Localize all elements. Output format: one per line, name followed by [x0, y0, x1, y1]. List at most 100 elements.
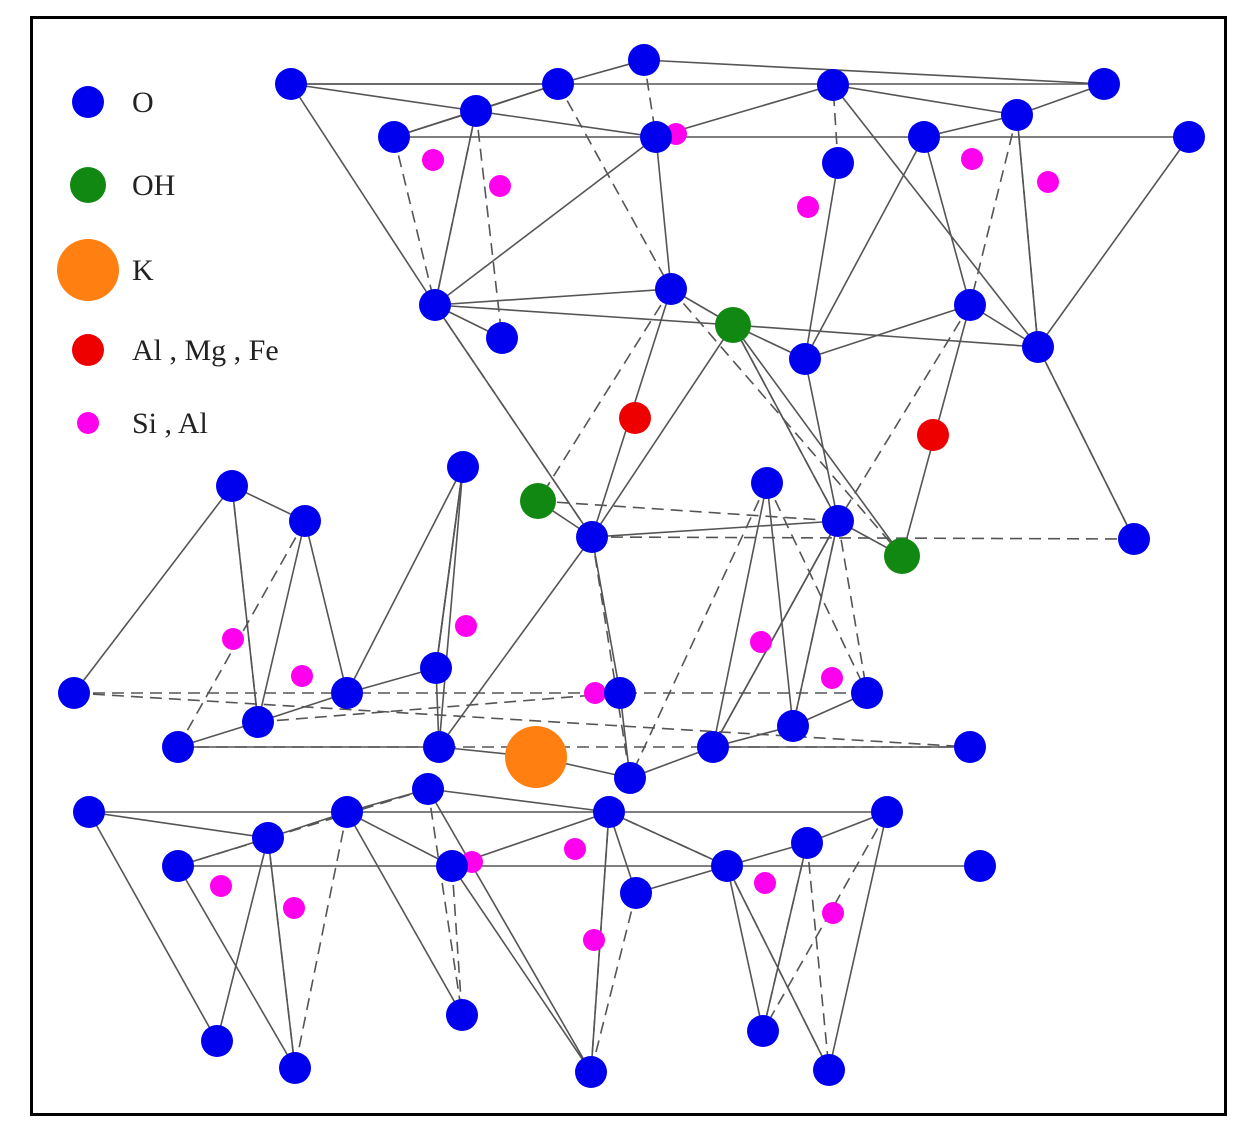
- dashed-bond: [591, 536, 1135, 540]
- oxygen-atom: [851, 677, 883, 709]
- potassium-atom: [505, 726, 567, 788]
- bond: [732, 324, 839, 522]
- dashed-bond: [451, 865, 463, 1016]
- oxygen-atom: [1088, 68, 1120, 100]
- legend-swatch-potassium: [57, 239, 119, 301]
- dashed-bond: [766, 482, 868, 694]
- bond: [732, 324, 903, 557]
- legend-swatch-hydroxyl: [70, 167, 106, 203]
- bond: [427, 788, 610, 813]
- oxygen-atom: [279, 1052, 311, 1084]
- legend-swatch-tetrahedral-cation: [77, 412, 99, 434]
- oxygen-atom: [216, 470, 248, 502]
- silicon-aluminum-atom: [455, 615, 477, 637]
- oxygen-atom: [871, 796, 903, 828]
- hydroxyl-atom: [520, 483, 556, 519]
- oxygen-atom: [412, 773, 444, 805]
- dashed-bond: [231, 485, 259, 723]
- oxygen-atom: [419, 289, 451, 321]
- bond: [346, 811, 453, 867]
- dashed-bond: [762, 811, 888, 1032]
- bond: [451, 865, 592, 1073]
- legend-label-octahedral-cation: Al , Mg , Fe: [132, 334, 279, 367]
- oxygen-atom: [1022, 331, 1054, 363]
- bond: [712, 520, 839, 748]
- oxygen-atom: [423, 731, 455, 763]
- dashed-bond: [73, 692, 971, 748]
- bond: [923, 136, 971, 306]
- bond: [655, 136, 672, 290]
- dashed-bond: [590, 811, 610, 1073]
- silicon-aluminum-atom: [797, 196, 819, 218]
- bond: [804, 304, 971, 360]
- dashed-bond: [629, 482, 768, 779]
- dashed-bond: [475, 110, 503, 339]
- bond: [88, 811, 269, 839]
- legend-label-hydroxyl: OH: [132, 169, 175, 202]
- oxygen-atom: [201, 1025, 233, 1057]
- silicon-aluminum-atom: [1037, 171, 1059, 193]
- bond: [434, 136, 657, 306]
- oxygen-atom: [252, 822, 284, 854]
- dashed-bond: [792, 520, 839, 727]
- oxygen-atom: [242, 706, 274, 738]
- oxygen-atom: [813, 1054, 845, 1086]
- atoms: [58, 44, 1205, 1088]
- silicon-aluminum-atom: [283, 897, 305, 919]
- bond: [766, 482, 794, 727]
- dashed-bond: [726, 865, 830, 1071]
- legend-swatch-oxygen: [72, 86, 104, 118]
- bond: [732, 324, 1039, 348]
- hydroxyl-atom: [884, 538, 920, 574]
- oxygen-atom: [593, 796, 625, 828]
- dashed-bond: [969, 114, 1018, 306]
- oxygen-atom: [542, 68, 574, 100]
- oxygen-atom: [640, 121, 672, 153]
- dashed-bond: [806, 842, 830, 1071]
- oxygen-atom: [446, 999, 478, 1031]
- bond: [591, 520, 839, 538]
- silicon-aluminum-atom: [291, 665, 313, 687]
- oxygen-atom: [747, 1015, 779, 1047]
- bond: [475, 110, 657, 138]
- bond: [1037, 136, 1190, 348]
- bond: [290, 83, 436, 306]
- oxygen-atom: [436, 850, 468, 882]
- oxygen-atom: [58, 677, 90, 709]
- oxygen-atom: [711, 850, 743, 882]
- oxygen-atom: [751, 467, 783, 499]
- oxygen-atom: [822, 147, 854, 179]
- oxygen-atom: [1118, 523, 1150, 555]
- dashed-bond: [557, 83, 672, 290]
- bond: [346, 466, 464, 694]
- oxygen-atom: [620, 877, 652, 909]
- bond: [73, 485, 233, 694]
- bond: [290, 83, 477, 112]
- oxygen-atom: [908, 121, 940, 153]
- oxygen-atom: [964, 850, 996, 882]
- dashed-bond: [1037, 346, 1135, 540]
- silicon-aluminum-atom: [583, 929, 605, 951]
- legend-label-tetrahedral-cation: Si , Al: [132, 407, 208, 440]
- dashed-bond: [608, 811, 728, 867]
- oxygen-atom: [575, 1056, 607, 1088]
- oxygen-atom: [822, 505, 854, 537]
- oxygen-atom: [486, 322, 518, 354]
- bond: [726, 865, 764, 1032]
- oxygen-atom: [275, 68, 307, 100]
- oxygen-atom: [331, 677, 363, 709]
- dashed-bond: [762, 842, 808, 1032]
- silicon-aluminum-atom: [961, 148, 983, 170]
- oxygen-atom: [655, 273, 687, 305]
- oxygen-atom: [289, 505, 321, 537]
- octahedral-cation-atom: [619, 402, 651, 434]
- bond: [655, 84, 834, 138]
- oxygen-atom: [420, 652, 452, 684]
- oxygen-atom: [954, 289, 986, 321]
- oxygen-atom: [1001, 99, 1033, 131]
- silicon-aluminum-atom: [564, 838, 586, 860]
- dashed-bond: [837, 520, 868, 694]
- dashed-bond: [434, 304, 593, 538]
